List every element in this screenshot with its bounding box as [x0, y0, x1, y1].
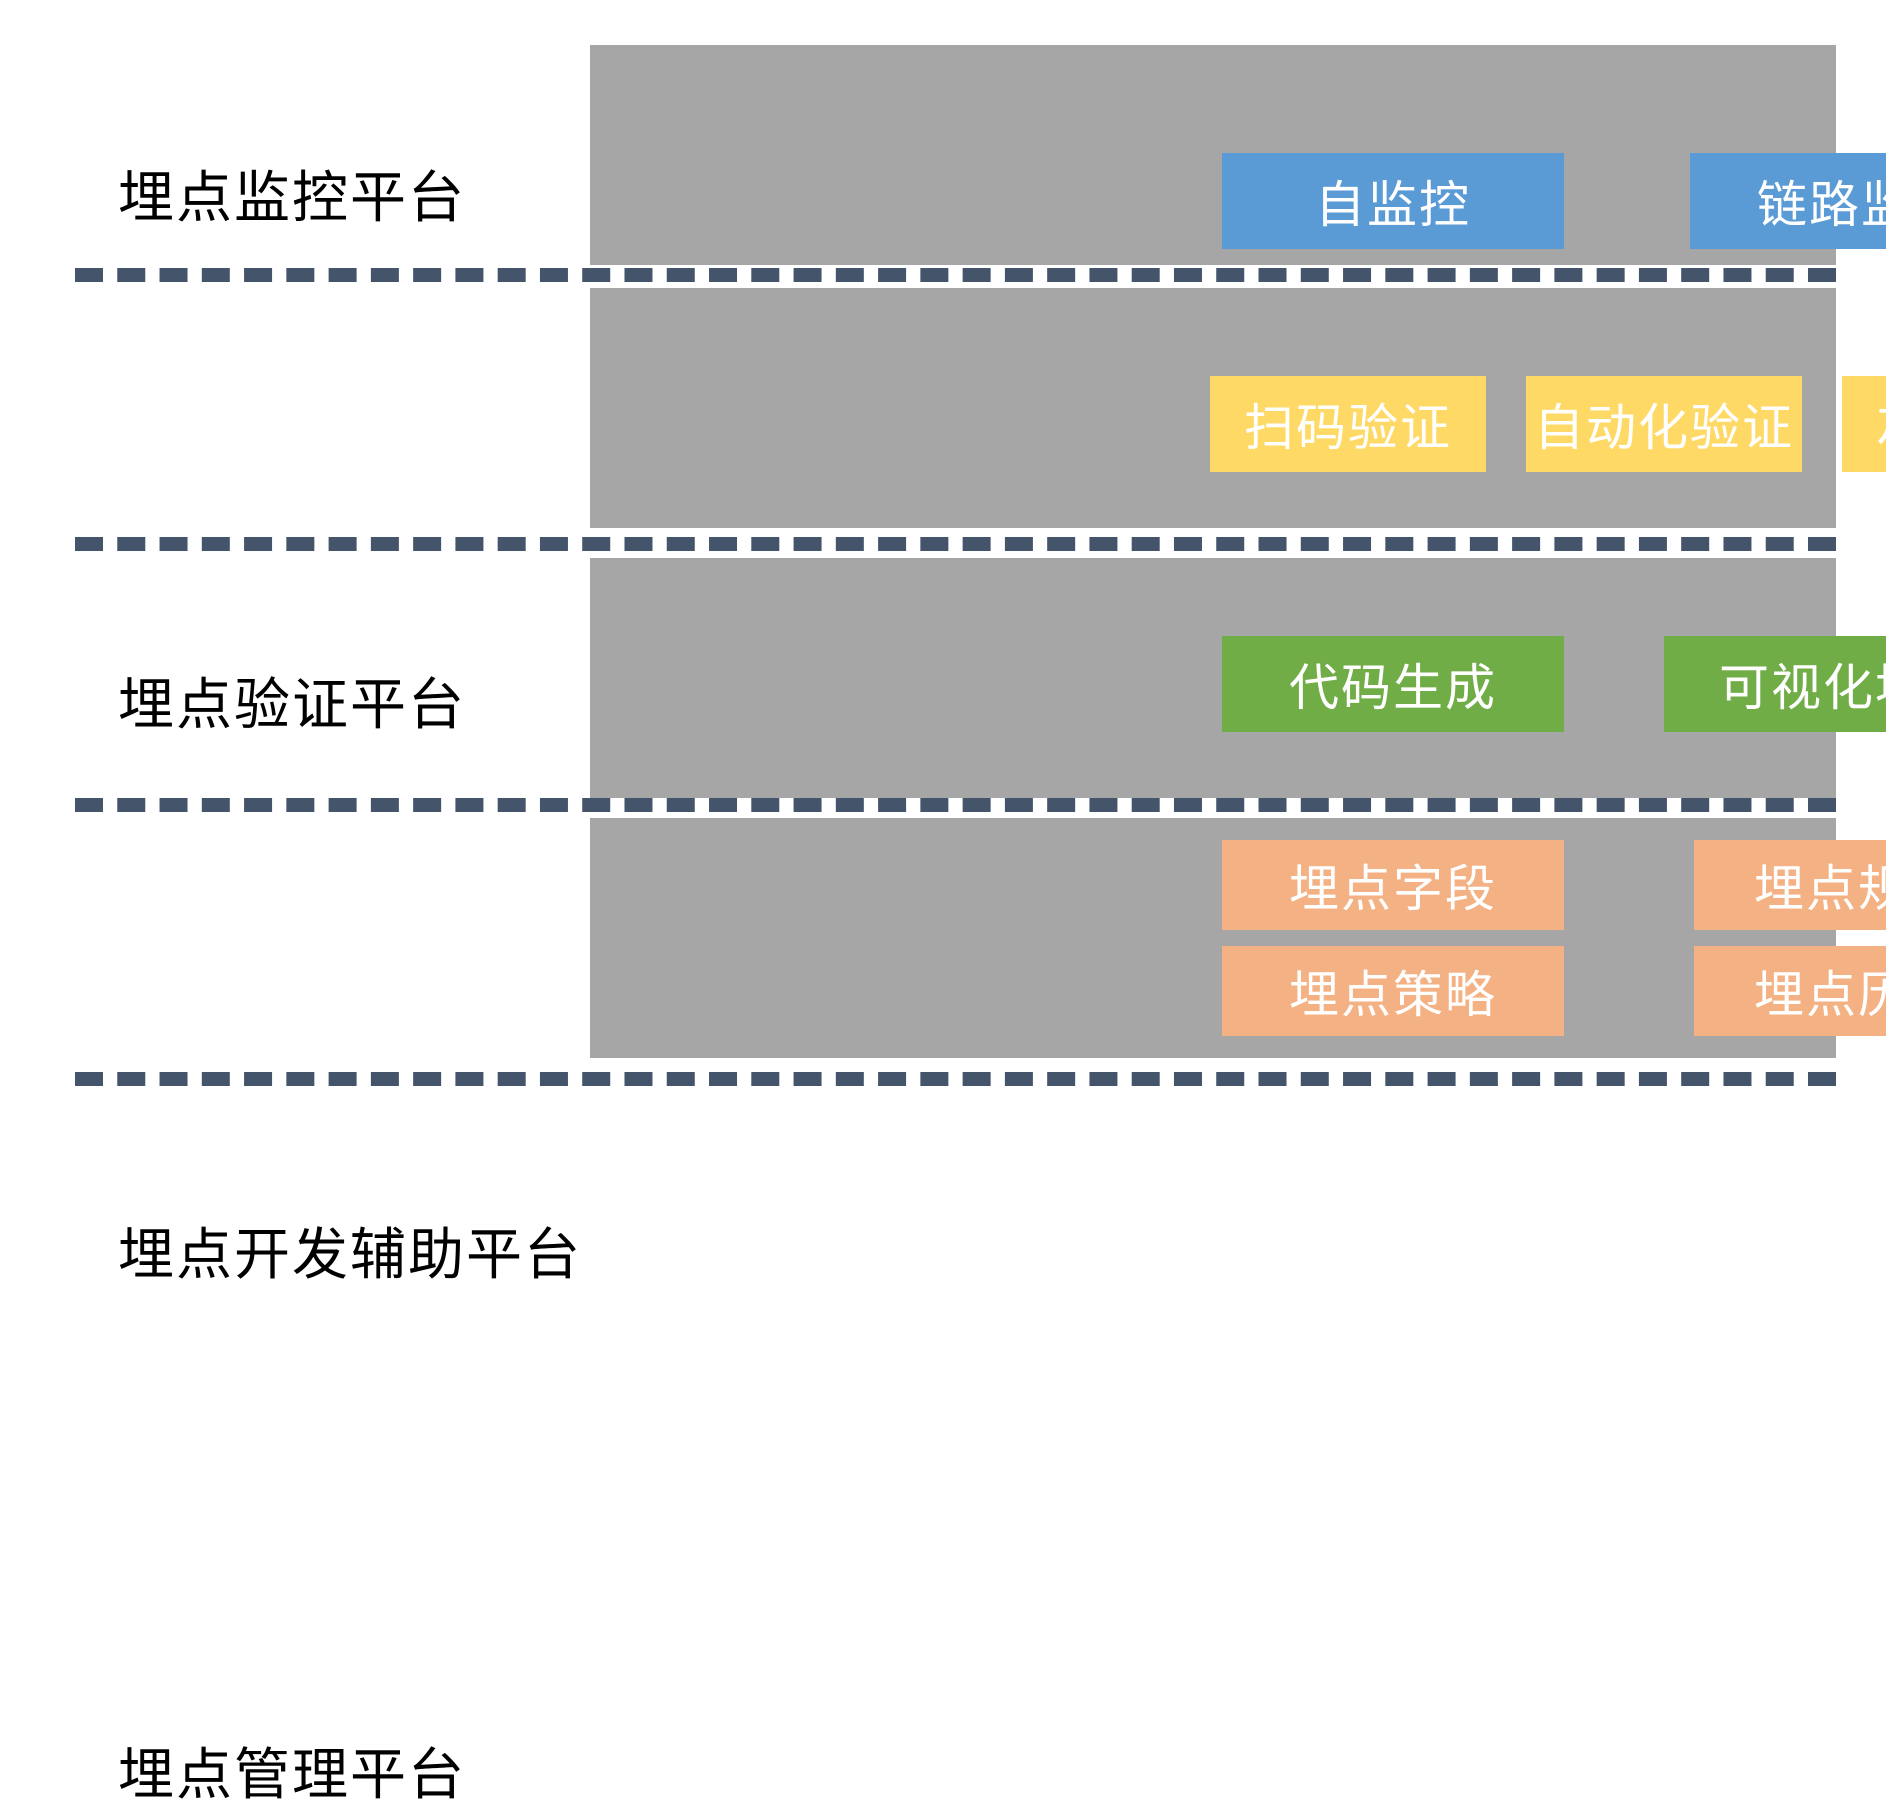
chip-self-monitoring[interactable]: 自监控: [1222, 153, 1564, 249]
architecture-diagram: 自监控 链路监控 埋点监控平台 扫码验证 自动化验证 灰度验证 埋点验证平台 代…: [0, 45, 1886, 1807]
layer-panel-verification: 扫码验证 自动化验证 灰度验证: [590, 288, 1886, 528]
chip-scan-verification[interactable]: 扫码验证: [1210, 376, 1486, 472]
chip-tracking-rules[interactable]: 埋点规则: [1694, 840, 1886, 930]
layer-label-dev-assist: 埋点开发辅助平台: [118, 1225, 582, 1287]
chip-tracking-strategy[interactable]: 埋点策略: [1222, 946, 1564, 1036]
chip-automated-verification[interactable]: 自动化验证: [1526, 376, 1802, 472]
layer-panel-management: 埋点字段 埋点规则 埋点策略 埋点历史: [590, 818, 1886, 1058]
layer-label-monitoring: 埋点监控平台: [118, 168, 466, 230]
layer-label-management: 埋点管理平台: [118, 1745, 466, 1807]
layer-divider-1: [75, 268, 1836, 282]
chip-tracking-fields[interactable]: 埋点字段: [1222, 840, 1564, 930]
chip-link-monitoring[interactable]: 链路监控: [1690, 153, 1886, 249]
chip-grayscale-verification[interactable]: 灰度验证: [1842, 376, 1886, 472]
chip-tracking-history[interactable]: 埋点历史: [1694, 946, 1886, 1036]
layer-row-management: 埋点字段 埋点规则 埋点策略 埋点历史 埋点管理平台: [0, 818, 1886, 1807]
layer-panel-monitoring: 自监控 链路监控: [590, 45, 1886, 265]
chip-code-generation[interactable]: 代码生成: [1222, 636, 1564, 732]
layer-divider-4: [75, 1072, 1836, 1086]
layer-divider-3: [75, 798, 1836, 812]
layer-divider-2: [75, 537, 1836, 551]
layer-label-verification: 埋点验证平台: [118, 675, 466, 737]
layer-row-monitoring: 自监控 链路监控 埋点监控平台: [0, 45, 1886, 265]
layer-row-verification: 扫码验证 自动化验证 灰度验证 埋点验证平台: [0, 288, 1886, 737]
